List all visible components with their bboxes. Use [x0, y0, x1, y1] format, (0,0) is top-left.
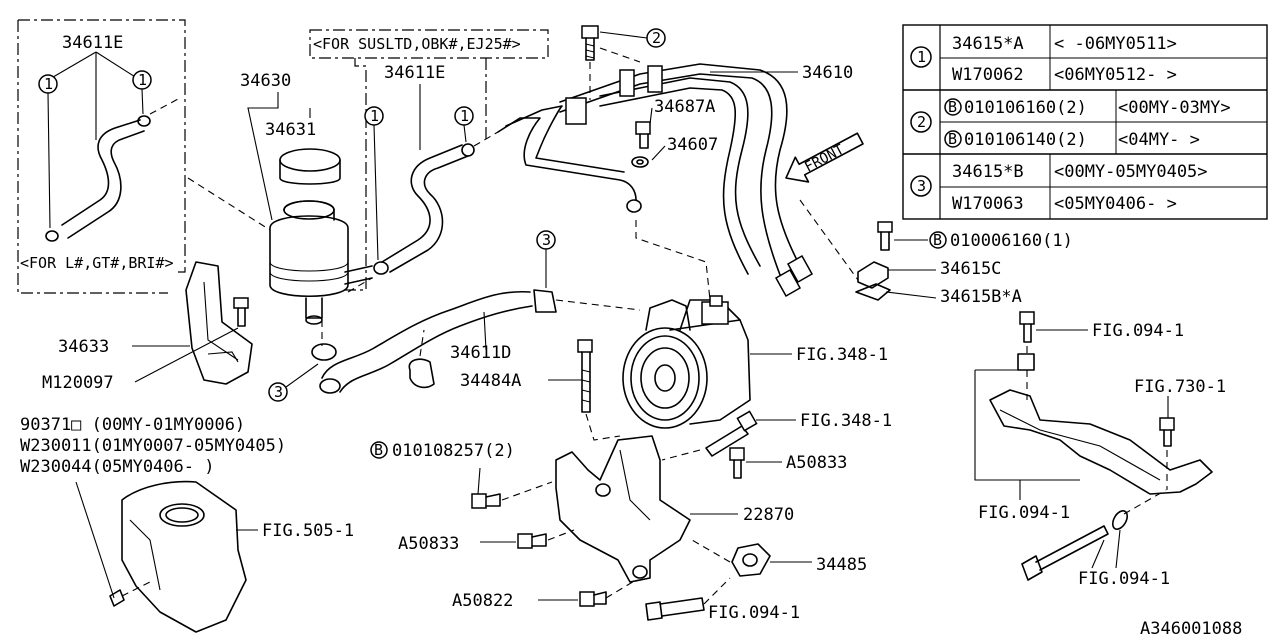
callout-34611E-left: 34611E	[62, 33, 123, 53]
callout-fig094-bottom-right: FIG.094-1	[1078, 569, 1170, 589]
svg-text:3: 3	[917, 177, 926, 195]
reservoir-tank-34630: 34630 34631	[187, 71, 373, 325]
callout-34631: 34631	[265, 120, 316, 140]
ref-circle-3	[910, 175, 932, 197]
svg-text:B: B	[374, 441, 383, 459]
callout-34484A: 34484A	[460, 371, 521, 391]
note-line-2: W230011(01MY0007-05MY0405)	[20, 436, 286, 456]
variant-label-l-gt-bri: <FOR L#,GT#,BRI#>	[20, 254, 174, 272]
callout-fig348-top: FIG.348-1	[796, 345, 888, 365]
callout-34633: 34633	[58, 337, 109, 357]
callout-010006160: 010006160(1)	[950, 231, 1073, 251]
callout-22870: 22870	[743, 505, 794, 525]
callout-34610: 34610	[802, 63, 853, 83]
callout-34615C: 34615C	[940, 259, 1001, 279]
legend-part: 34615*B	[952, 162, 1024, 182]
legend-applicability: <05MY0406- >	[1054, 194, 1177, 214]
svg-text:B: B	[933, 231, 942, 249]
svg-text:2: 2	[917, 113, 926, 131]
b-circle	[944, 130, 962, 148]
legend-applicability: <06MY0512- >	[1054, 65, 1177, 85]
b-circle	[929, 231, 947, 249]
legend-part: 010106160(2)	[964, 98, 1087, 118]
callout-A50822: A50822	[452, 591, 513, 611]
callout-34611D: 34611D	[450, 343, 511, 363]
ref-circle-1	[910, 46, 932, 68]
callout-fig730: FIG.730-1	[1134, 377, 1226, 397]
bracket-34633: 34633 M120097	[42, 261, 253, 393]
ref-circle-2	[910, 111, 932, 133]
legend-applicability: <00MY-03MY>	[1118, 98, 1231, 118]
b-circle	[370, 441, 388, 459]
svg-text:B: B	[948, 130, 957, 148]
variant-box-l-gt-bri: <FOR L#,GT#,BRI#> 34611E 1 1	[17, 19, 186, 294]
callout-34607: 34607	[667, 135, 718, 155]
ref-circle-3	[268, 382, 288, 402]
hose-34611D: 34611D 3 3	[268, 230, 641, 402]
legend-applicability: <00MY-05MY0405>	[1054, 162, 1208, 182]
callout-A50833-right: A50833	[786, 453, 847, 473]
svg-text:FRONT: FRONT	[802, 141, 847, 175]
callout-34485: 34485	[816, 555, 867, 575]
callout-34611E-center: 34611E	[384, 63, 445, 83]
bolt-ref-2	[581, 25, 599, 61]
callout-M120097: M120097	[42, 373, 114, 393]
crossmember: FIG.094-1 FIG.730-1 FIG.094-1 FIG.094-1	[974, 311, 1226, 589]
variant-box-susltd: <FOR SUSLTD,OBK#,EJ25#> 34611E 1 1	[309, 29, 549, 291]
svg-text:1: 1	[44, 75, 53, 93]
callout-fig094-mid-right: FIG.094-1	[978, 503, 1070, 523]
pump-bracket-22870: 22870 B 010108257(2) FIG.348-1 A50833 A5…	[370, 410, 892, 623]
callout-34687A: 34687A	[654, 97, 715, 117]
clamp-brackets: B 010006160(1) 34615C 34615B*A	[799, 199, 1073, 307]
power-steering-pump: FIG.348-1 34484A	[460, 295, 888, 441]
svg-text:3: 3	[274, 383, 283, 401]
callout-34630: 34630	[240, 71, 291, 91]
legend-table: 1 2 3 34615*A < -06MY0511> W170062 <06MY…	[902, 24, 1268, 220]
svg-text:1: 1	[370, 107, 379, 125]
b-circle	[944, 98, 962, 116]
note-line-3: W230044(05MY0406- )	[20, 457, 214, 477]
callout-010108257: 010108257(2)	[392, 441, 515, 461]
front-arrow-icon: FRONT	[785, 132, 864, 183]
callout-A50833-left: A50833	[398, 534, 459, 554]
variant-label-susltd: <FOR SUSLTD,OBK#,EJ25#>	[313, 35, 521, 53]
cover-notes: 90371□ (00MY-01MY0006) W230011(01MY0007-…	[20, 415, 354, 633]
svg-text:1: 1	[917, 48, 926, 66]
drawing-number: A346001088	[1140, 619, 1242, 639]
pipe-assembly-34610: 34610 2 34687A 34607 FRONT	[497, 25, 864, 301]
legend-part: W170063	[952, 194, 1024, 214]
callout-34615B-A: 34615B*A	[940, 287, 1022, 307]
legend-part: 34615*A	[952, 34, 1024, 54]
svg-text:3: 3	[542, 231, 551, 249]
callout-fig505: FIG.505-1	[262, 521, 354, 541]
callout-fig094-top-right: FIG.094-1	[1092, 321, 1184, 341]
note-line-1: 90371□ (00MY-01MY0006)	[20, 415, 245, 435]
svg-text:1: 1	[138, 71, 147, 89]
legend-part: 010106140(2)	[964, 130, 1087, 150]
svg-text:B: B	[948, 98, 957, 116]
legend-part: W170062	[952, 65, 1024, 85]
svg-text:1: 1	[460, 107, 469, 125]
callout-fig094-bottom: FIG.094-1	[708, 603, 800, 623]
legend-applicability: <04MY- >	[1118, 130, 1200, 150]
svg-text:2: 2	[652, 29, 661, 47]
legend-applicability: < -06MY0511>	[1054, 34, 1177, 54]
callout-fig348-mid: FIG.348-1	[800, 411, 892, 431]
